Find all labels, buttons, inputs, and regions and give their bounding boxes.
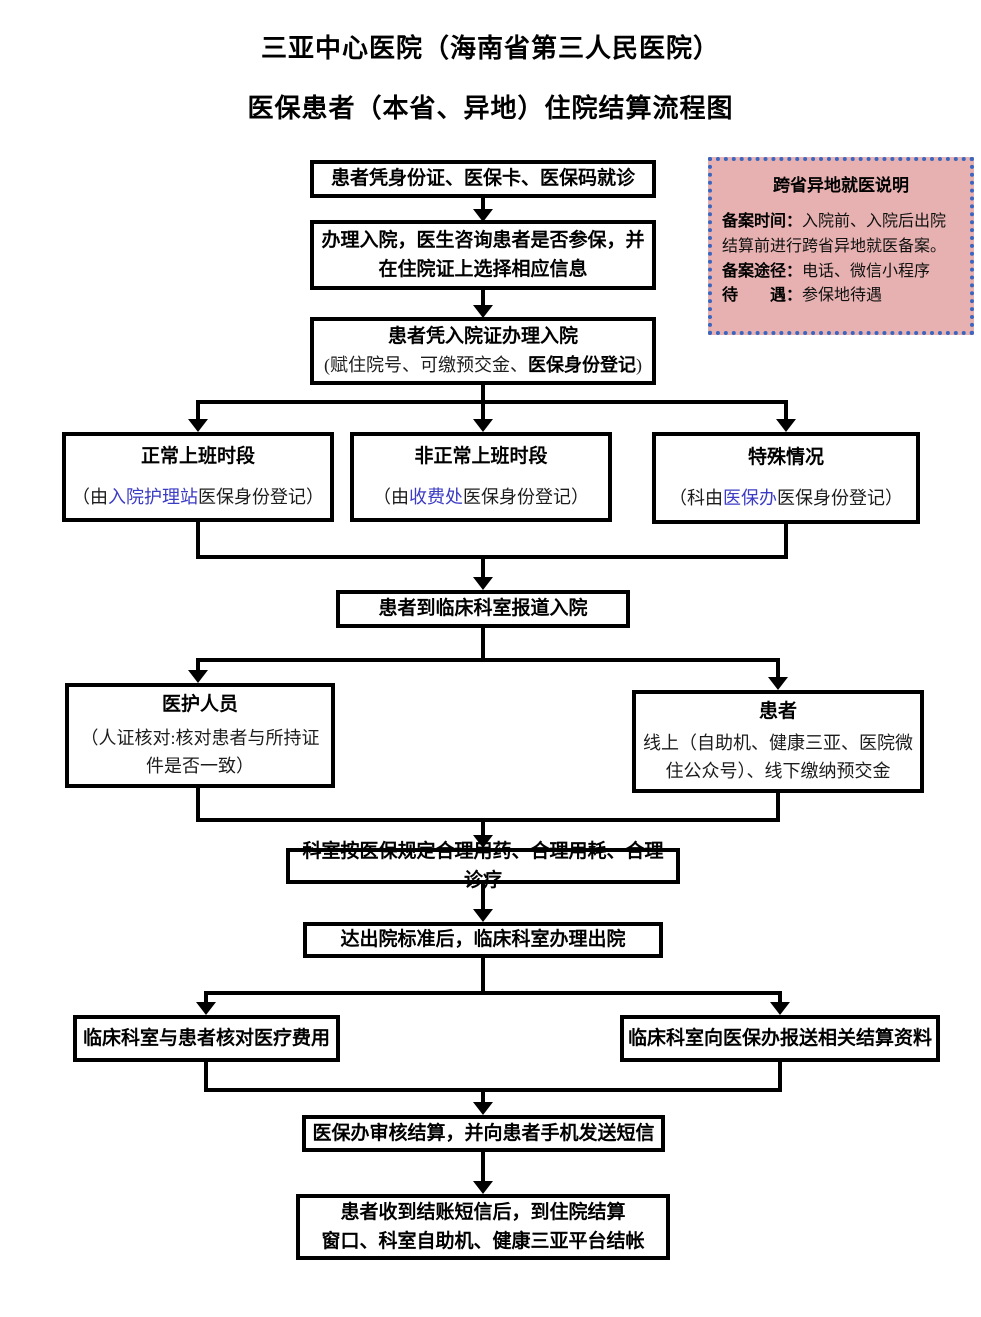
note-text: 参保地待遇: [802, 287, 883, 305]
arrow-down-icon: [473, 288, 493, 318]
connector-line: [204, 991, 782, 995]
step-text-line1: 患者收到结账短信后，到住院结算: [340, 1201, 626, 1223]
admission-nursing-station-link: 入院护理站: [108, 486, 198, 507]
note-title: 跨省异地就医说明: [773, 176, 909, 195]
arrow-down-icon: [473, 1150, 493, 1194]
connector-line: [776, 791, 780, 822]
step-visit-with-id: 患者凭身份证、医保卡、医保码就诊: [310, 160, 656, 198]
role-medical-staff: 医护人员 （人证核对:核对患者与所持证件是否一致）: [65, 683, 335, 788]
step-text-line2: 窗口、科室自助机、健康三亚平台结帐: [321, 1231, 645, 1252]
connector-line: [784, 522, 788, 557]
step-text-line1: 办理入院，医生咨询患者是否参保，并: [321, 229, 645, 251]
case-normal-hours: 正常上班时段 （由入院护理站医保身份登记）: [62, 432, 334, 522]
note-line-record-channel: 备案途径：电话、微信小程序: [722, 260, 960, 285]
connector-line: [196, 786, 200, 822]
note-text: 入院前、入院后出院结算前进行跨省异地就医备案。: [722, 213, 947, 255]
role-title: 患者: [758, 700, 797, 722]
step-discharge-process: 达出院标准后，临床科室办理出院: [303, 922, 663, 958]
subtext-prefix: (赋住院号、可缴预交金、: [324, 354, 528, 375]
step-rational-treatment: 科室按医保规定合理用药、合理用耗、合理诊疗: [286, 841, 680, 891]
case-subtext: （科由医保办医保身份登记）: [669, 485, 903, 513]
case-special: 特殊情况 （科由医保办医保身份登记）: [652, 432, 920, 524]
medical-insurance-office-link: 医保办: [723, 487, 777, 508]
role-subtext: （人证核对:核对患者与所持证件是否一致）: [80, 728, 320, 777]
note-text: 电话、微信小程序: [802, 262, 931, 280]
arrow-down-icon: [473, 1090, 493, 1115]
case-subtext: （由收费处医保身份登记）: [373, 484, 589, 512]
step-report-to-ward: 患者到临床科室报道入院: [336, 590, 630, 628]
connector-line: [481, 956, 485, 993]
page-title-hospital: 三亚中心医院（海南省第三人民医院）: [260, 34, 720, 63]
arrow-down-icon: [473, 402, 493, 432]
subtext-bold: 医保身份登记: [528, 354, 636, 375]
subtext-prefix: （由: [72, 486, 108, 507]
step-submit-settlement-materials: 临床科室向医保办报送相关结算资料: [620, 1015, 940, 1062]
connector-line: [196, 658, 780, 662]
note-line-record-time: 备案时间：入院前、入院后出院结算前进行跨省异地就医备案。: [722, 210, 960, 260]
case-title: 特殊情况: [747, 447, 824, 469]
note-label: 备案途径：: [722, 262, 803, 280]
case-title: 正常上班时段: [140, 446, 255, 468]
connector-line: [481, 383, 485, 402]
arrow-down-icon: [473, 196, 493, 222]
step-subtext: (赋住院号、可缴预交金、医保身份登记): [324, 352, 642, 379]
cross-province-note-box: 跨省异地就医说明 备案时间：入院前、入院后出院结算前进行跨省异地就医备案。 备案…: [708, 157, 974, 335]
toll-office-link: 收费处: [409, 486, 463, 507]
step-text: 临床科室向医保办报送相关结算资料: [628, 1027, 933, 1049]
arrow-down-icon: [188, 660, 208, 683]
connector-line: [196, 818, 780, 822]
connector-line: [196, 555, 788, 559]
arrow-down-icon: [770, 993, 790, 1015]
step-text: 患者到临床科室报道入院: [378, 598, 588, 620]
connector-line: [204, 1060, 208, 1090]
subtext-suffix: 医保身份登记）: [463, 486, 589, 507]
step-text-line2: 在住院证上选择相应信息: [378, 259, 588, 280]
arrow-down-icon: [776, 402, 796, 432]
subtext-suffix: 医保身份登记）: [777, 487, 903, 508]
role-patient: 患者 线上（自助机、健康三亚、医院微住公众号）、线下缴纳预交金: [632, 690, 924, 793]
arrow-down-icon: [768, 660, 788, 690]
arrow-down-icon: [473, 882, 493, 922]
step-text: 临床科室与患者核对医疗费用: [82, 1027, 330, 1049]
note-label: 待 遇：: [722, 287, 803, 305]
note-label: 备案时间：: [722, 213, 803, 230]
step-text: 达出院标准后，临床科室办理出院: [340, 929, 626, 951]
step-verify-medical-fees: 临床科室与患者核对医疗费用: [73, 1015, 340, 1062]
role-title: 医护人员: [161, 693, 238, 715]
page-title-flowchart: 医保患者（本省、异地）住院结算流程图: [247, 94, 734, 123]
step-text: 医保办审核结算，并向患者手机发送短信: [312, 1122, 655, 1144]
note-line-benefit: 待 遇：参保地待遇: [722, 284, 960, 309]
subtext-prefix: （科由: [669, 487, 723, 508]
case-title: 非正常上班时段: [414, 446, 548, 468]
connector-line: [778, 1060, 782, 1090]
subtext-prefix: （由: [373, 486, 409, 507]
arrow-down-icon: [188, 402, 208, 432]
connector-line: [204, 1088, 782, 1092]
arrow-down-icon: [196, 993, 216, 1015]
step-admission-consult: 办理入院，医生咨询患者是否参保，并 在住院证上选择相应信息: [310, 220, 656, 290]
arrow-down-icon: [473, 559, 493, 590]
step-final-settlement: 患者收到结账短信后，到住院结算 窗口、科室自助机、健康三亚平台结帐: [296, 1194, 670, 1260]
step-text: 患者凭身份证、医保卡、医保码就诊: [330, 168, 635, 190]
subtext-suffix: ): [636, 354, 642, 375]
role-subtext: 线上（自助机、健康三亚、医院微住公众号）、线下缴纳预交金: [643, 733, 913, 782]
case-subtext: （由入院护理站医保身份登记）: [72, 484, 324, 512]
connector-line: [481, 626, 485, 660]
step-audit-and-sms: 医保办审核结算，并向患者手机发送短信: [302, 1115, 665, 1152]
step-title: 患者凭入院证办理入院: [387, 326, 578, 348]
connector-line: [196, 520, 200, 557]
step-admission-with-certificate: 患者凭入院证办理入院 (赋住院号、可缴预交金、医保身份登记): [310, 317, 656, 385]
subtext-suffix: 医保身份登记）: [198, 486, 324, 507]
case-off-hours: 非正常上班时段 （由收费处医保身份登记）: [350, 432, 612, 522]
